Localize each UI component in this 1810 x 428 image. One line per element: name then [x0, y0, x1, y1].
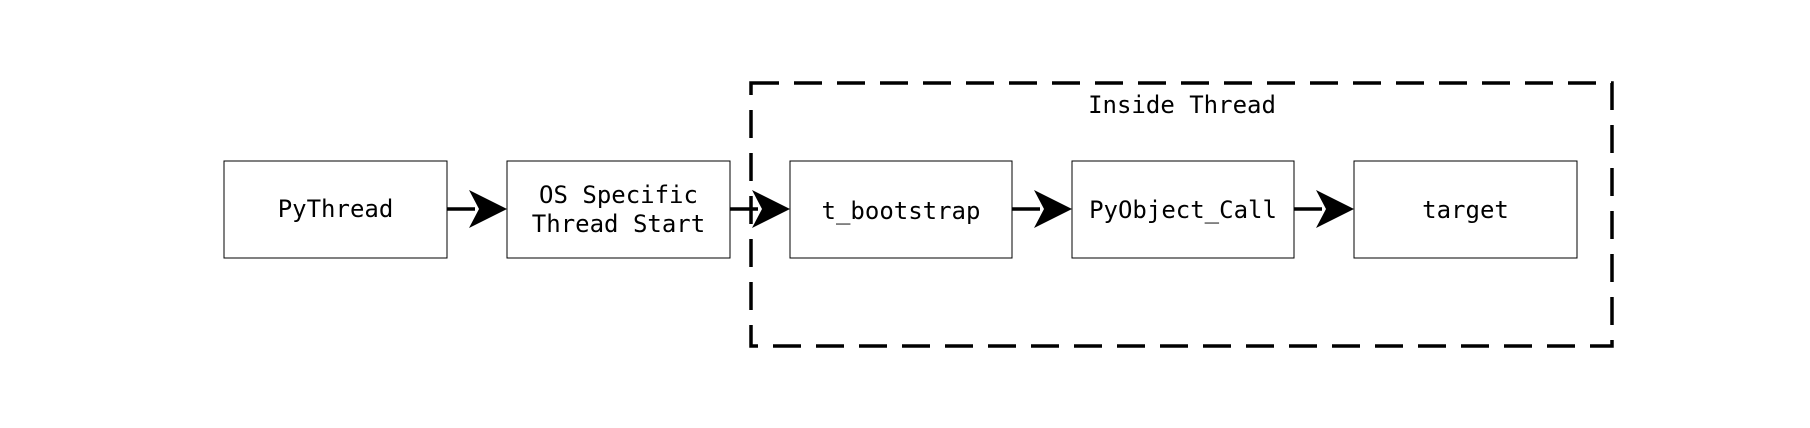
arrowhead-icon [469, 190, 507, 228]
inside-thread-group-border [749, 81, 1614, 348]
box-pythread-label: PyThread [278, 195, 394, 223]
edge-pythread-to-os-specific [447, 190, 507, 228]
box-target: target [1353, 160, 1578, 259]
inside-thread-group-title: Inside Thread [1088, 91, 1276, 119]
edge-os-specific-to-t-bootstrap [730, 190, 790, 228]
inside-thread-group: Inside Thread [749, 81, 1614, 348]
box-os-specific-thread-start: OS Specific Thread Start [506, 160, 731, 259]
box-t-bootstrap: t_bootstrap [789, 160, 1013, 259]
box-os-specific-thread-start-label-line2: Thread Start [532, 210, 705, 238]
arrowhead-icon [1034, 190, 1072, 228]
box-pythread: PyThread [223, 160, 448, 259]
edge-t-bootstrap-to-pyobject-call [1012, 190, 1072, 228]
edges [447, 190, 1354, 228]
box-target-label: target [1422, 196, 1509, 224]
box-pyobject-call-label: PyObject_Call [1089, 196, 1277, 224]
arrowhead-icon [752, 190, 790, 228]
edge-pyobject-call-to-target [1294, 190, 1354, 228]
box-t-bootstrap-label: t_bootstrap [822, 197, 981, 225]
box-os-specific-thread-start-label-line1: OS Specific [539, 181, 698, 209]
arrowhead-icon [1316, 190, 1354, 228]
box-pyobject-call: PyObject_Call [1071, 160, 1295, 259]
